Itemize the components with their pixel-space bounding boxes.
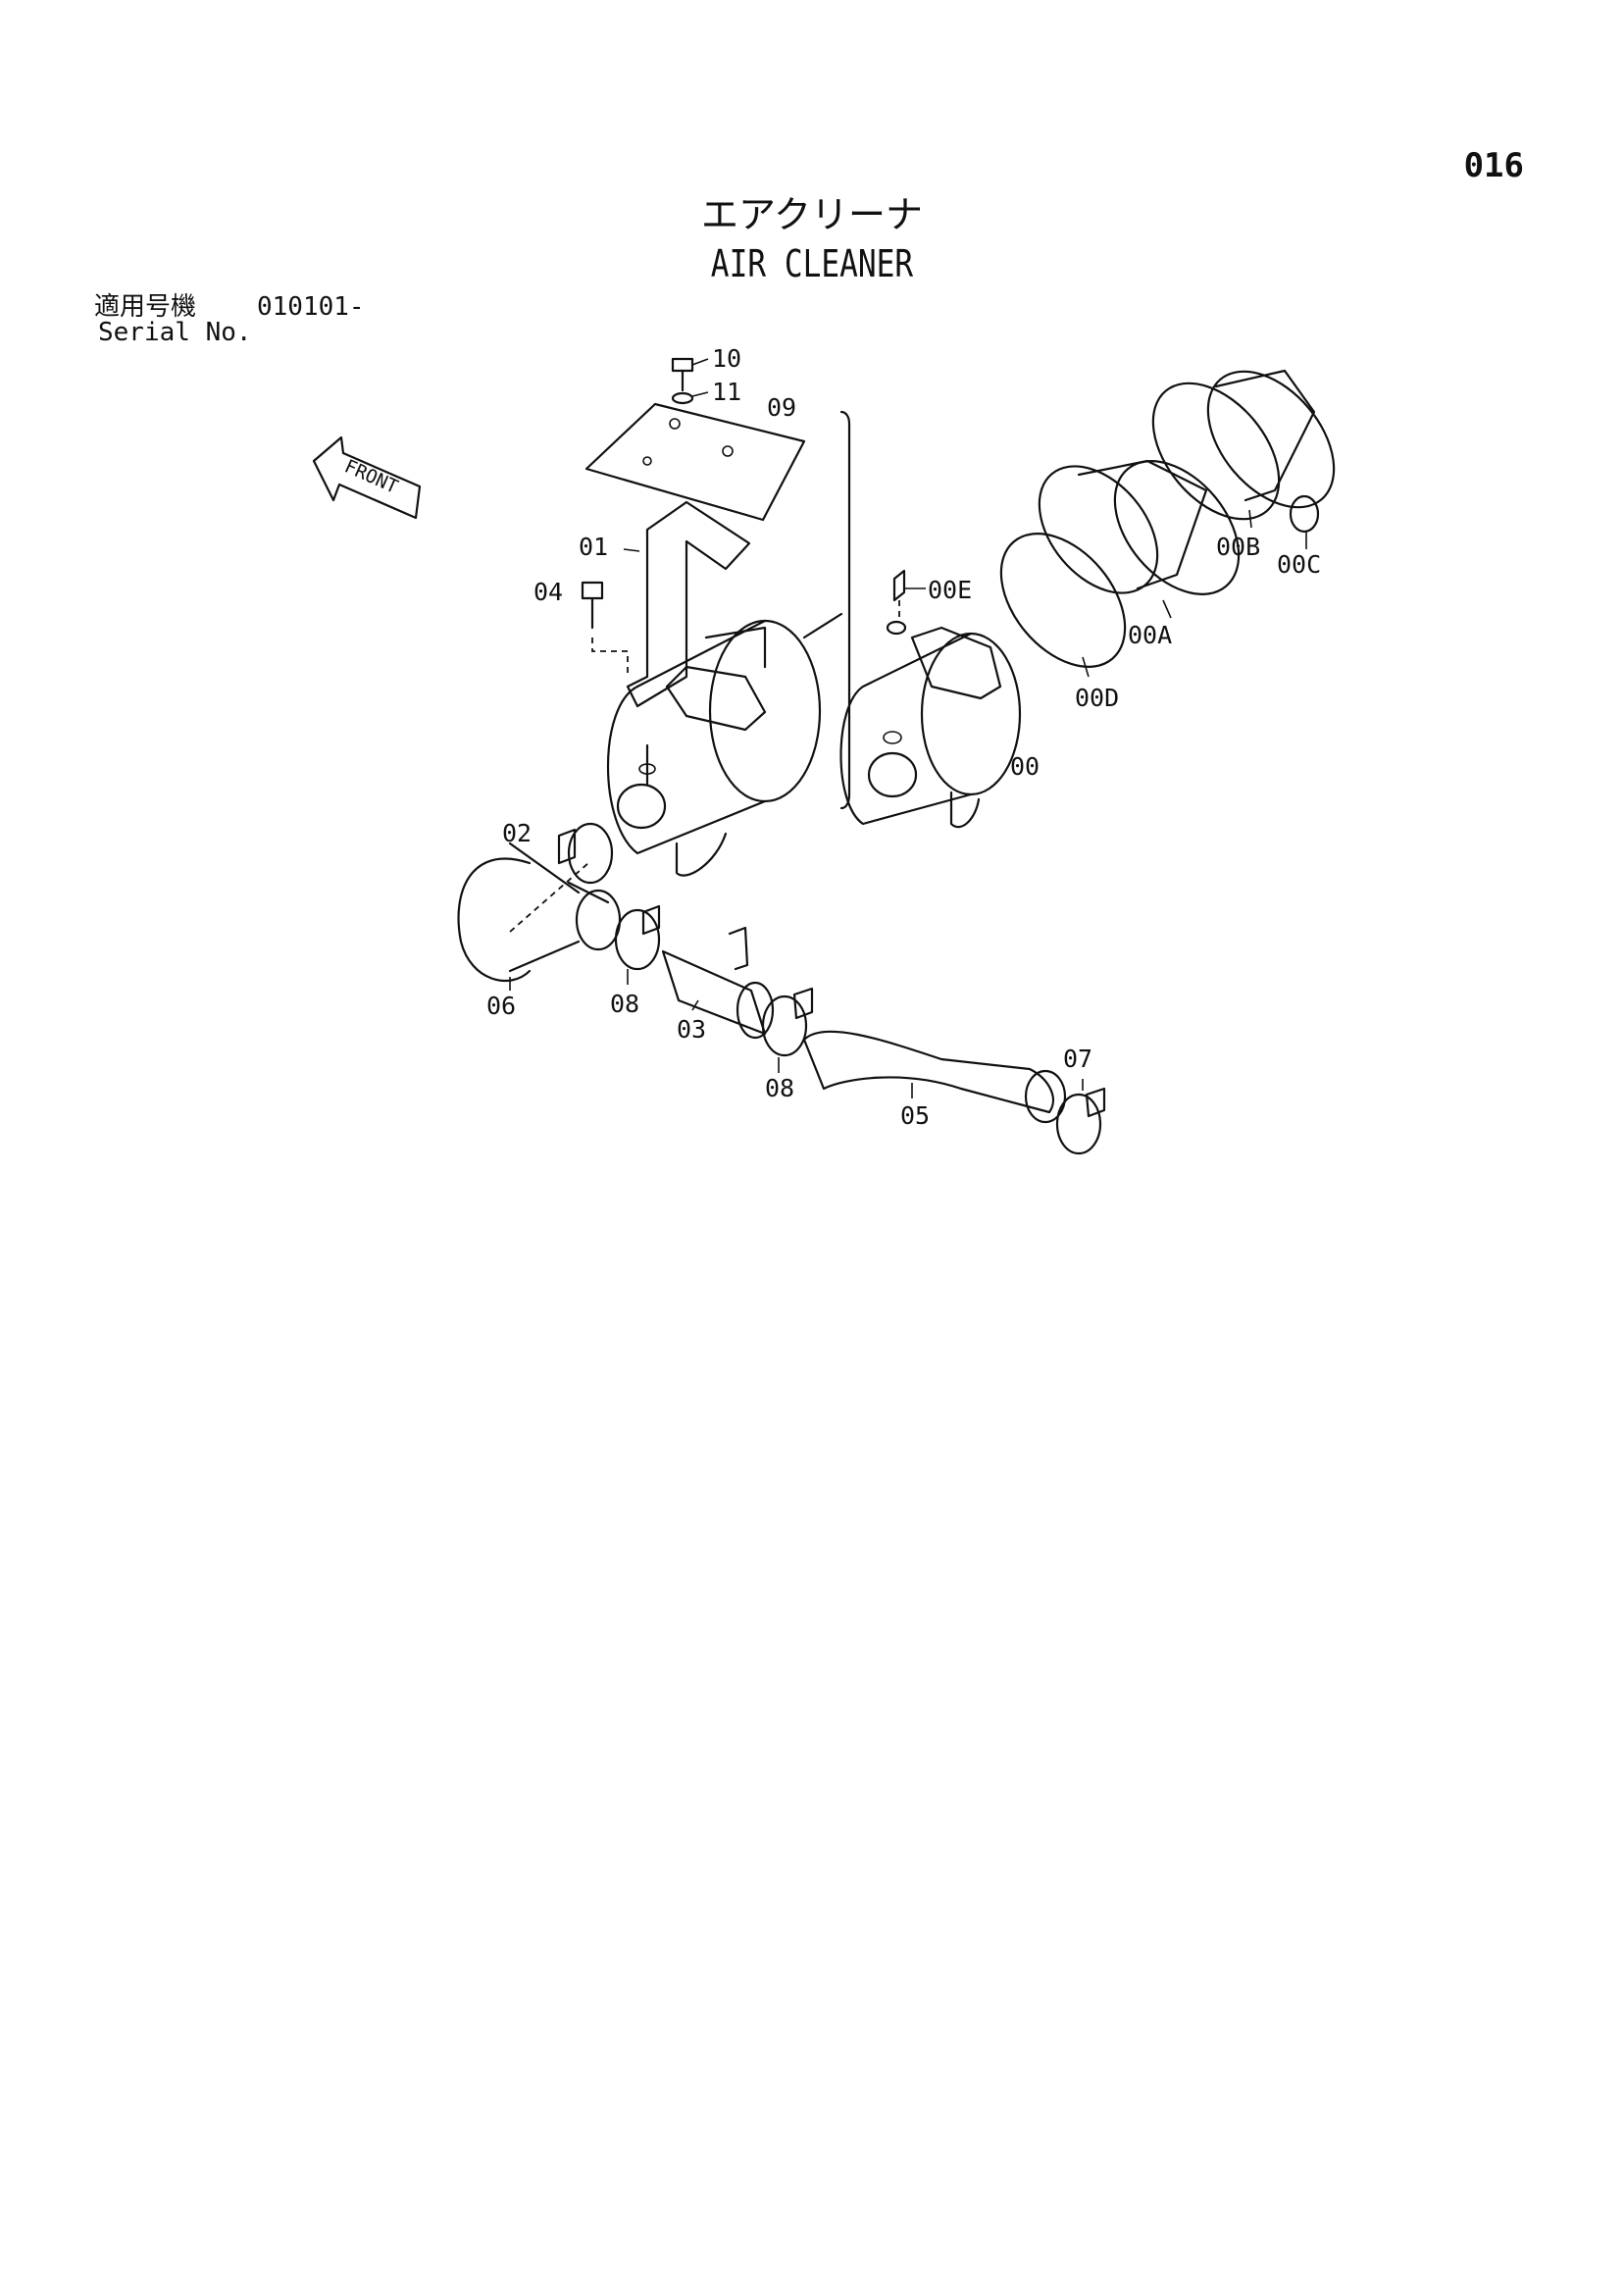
callout-00E: 00E [928,576,972,604]
page-title-english: AIR CLEANER [710,242,914,285]
page-number: 016 [1463,146,1524,185]
serial-label-english: Serial No. [98,318,252,347]
serial-label-japanese: 適用号機 [94,292,197,322]
callout-00C: 00C [1277,550,1321,579]
air-cleaner-body-00 [839,626,1022,829]
callout-04: 04 [533,578,563,606]
air-cleaner-exploded-diagram: FRONT [312,344,1336,1155]
clamp-02 [557,822,614,885]
callout-00D: 00D [1075,684,1119,712]
hose-05 [802,1030,1067,1124]
filter-cover-00B [1151,369,1336,529]
bolt-10 [671,357,709,392]
front-arrow: FRONT [312,435,422,520]
clamp-07 [1055,1079,1106,1155]
callout-00B: 00B [1216,533,1260,561]
callout-00A: 00A [1128,621,1172,649]
page-title-japanese: エアクリーナ [700,193,924,236]
washer-11 [671,391,709,405]
pipe-03 [661,926,775,1040]
cap-00E [886,569,926,636]
elbow-hose-06 [457,842,622,991]
callout-08-first: 08 [610,990,639,1018]
front-arrow-label: FRONT [341,455,401,497]
callout-03: 03 [677,1015,706,1044]
callout-00: 00 [1010,752,1040,781]
callout-06: 06 [486,992,516,1020]
callout-11: 11 [712,378,741,406]
seal-ring-00D [999,533,1127,678]
bracket-01 [623,500,751,708]
clamp-08-first [614,904,661,985]
air-cleaner-assembly-left [607,619,822,877]
cover-plate-09 [584,402,806,522]
callout-05: 05 [900,1101,930,1130]
clamp-08-second [761,987,814,1073]
callout-10: 10 [712,344,741,373]
callout-02: 02 [502,819,532,847]
filter-element-00A [1038,459,1241,619]
clamp-00C [1289,494,1320,549]
callout-07: 07 [1063,1045,1092,1073]
callout-09: 09 [767,393,796,422]
bolt-04 [581,581,629,677]
callout-01: 01 [579,533,608,561]
serial-number-value: 010101- [257,292,365,322]
callout-08-second: 08 [765,1074,794,1102]
